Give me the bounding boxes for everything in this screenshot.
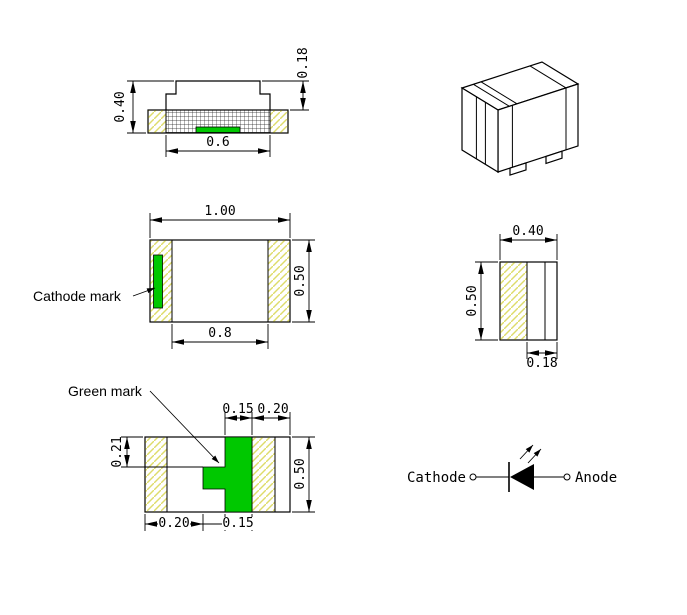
bottom-view-left-terminal xyxy=(144,436,168,513)
light-emission-arrow xyxy=(527,448,542,464)
dimension-bottom-mark-width: 0.15 xyxy=(222,402,254,435)
green-mark-leader xyxy=(149,390,220,464)
dim-bottom-mark-offset: 0.21 xyxy=(110,436,125,467)
dim-top-body: 0.8 xyxy=(208,326,231,341)
iso-terminal-foot xyxy=(509,162,527,176)
dimension-side-total-height: 0.40 xyxy=(113,80,174,134)
dimension-bottom-right-margin: 0.20 xyxy=(252,402,291,435)
dimension-bottom-mark-offset: 0.21 xyxy=(110,436,203,468)
dim-side-top-height: 0.18 xyxy=(296,47,311,78)
dim-bottom-tab-width: 0.15 xyxy=(222,516,253,531)
dim-end-height: 0.50 xyxy=(465,285,480,316)
dim-side-pad-width: 0.6 xyxy=(206,135,229,150)
dim-side-total-height: 0.40 xyxy=(113,91,128,122)
cathode-mark-callout: Cathode mark xyxy=(33,287,156,304)
dimension-end-pad: 0.18 xyxy=(526,342,558,371)
iso-end-face xyxy=(461,86,499,174)
dim-end-pad: 0.18 xyxy=(526,356,557,371)
cathode-mark-label: Cathode mark xyxy=(33,288,122,304)
light-emission-arrow xyxy=(519,444,534,460)
dim-top-length: 1.00 xyxy=(204,204,235,219)
cathode-terminal-label: Cathode xyxy=(407,470,466,486)
top-view-body xyxy=(149,239,291,323)
dim-top-width: 0.50 xyxy=(293,265,308,296)
dim-bottom-left-pad: 0.20 xyxy=(158,516,189,531)
top-view: 1.00 0.50 0.8 Cathode mark xyxy=(33,204,315,349)
cathode-terminal-node xyxy=(469,473,477,481)
left-terminal-pad xyxy=(147,109,167,134)
bottom-view-right-terminal xyxy=(251,436,276,513)
dim-end-width: 0.40 xyxy=(512,224,543,239)
dim-text-mask xyxy=(158,517,190,530)
anode-terminal-node xyxy=(563,473,571,481)
iso-terminal-foot xyxy=(545,150,563,165)
side-view: 0.40 0.18 0.6 xyxy=(113,47,311,157)
dimension-end-height: 0.50 xyxy=(465,261,498,341)
dimension-bottom-pads: 0.20 0.15 xyxy=(144,514,254,531)
dimension-top-body: 0.8 xyxy=(171,324,269,349)
cathode-mark-leader xyxy=(132,287,156,297)
cathode-mark xyxy=(153,254,163,309)
dimension-side-top-height: 0.18 xyxy=(262,47,311,111)
dim-bottom-right-margin: 0.20 xyxy=(257,402,288,417)
iso-view xyxy=(460,61,580,176)
dim-text-mask xyxy=(222,517,254,530)
green-mark-callout: Green mark xyxy=(68,383,220,464)
dimension-top-width: 0.50 xyxy=(292,239,315,323)
dimension-side-pad-width: 0.6 xyxy=(165,135,271,157)
dim-bottom-height: 0.50 xyxy=(293,458,308,489)
anode-terminal-label: Anode xyxy=(575,470,617,486)
package-profile xyxy=(165,80,271,110)
diode-triangle xyxy=(510,464,534,490)
right-terminal-pad xyxy=(269,109,289,134)
iso-groove-line xyxy=(480,81,518,105)
dimension-end-width: 0.40 xyxy=(499,224,558,260)
dim-bottom-mark-width: 0.15 xyxy=(222,402,253,417)
end-view: 0.40 0.50 0.18 xyxy=(465,224,558,371)
green-mark-label: Green mark xyxy=(68,383,143,399)
end-view-terminal xyxy=(499,261,528,341)
bottom-view: 0.15 0.20 0.21 0.50 xyxy=(68,383,315,531)
top-view-right-terminal xyxy=(267,239,291,323)
green-mark-side xyxy=(195,126,241,133)
iso-cap-edge xyxy=(529,65,567,89)
green-mark-bottom xyxy=(202,436,253,513)
dimension-top-length: 1.00 xyxy=(149,204,291,238)
dimension-bottom-height: 0.50 xyxy=(292,436,315,513)
led-symbol: Cathode Anode xyxy=(407,444,617,492)
iso-groove-line xyxy=(473,83,510,107)
